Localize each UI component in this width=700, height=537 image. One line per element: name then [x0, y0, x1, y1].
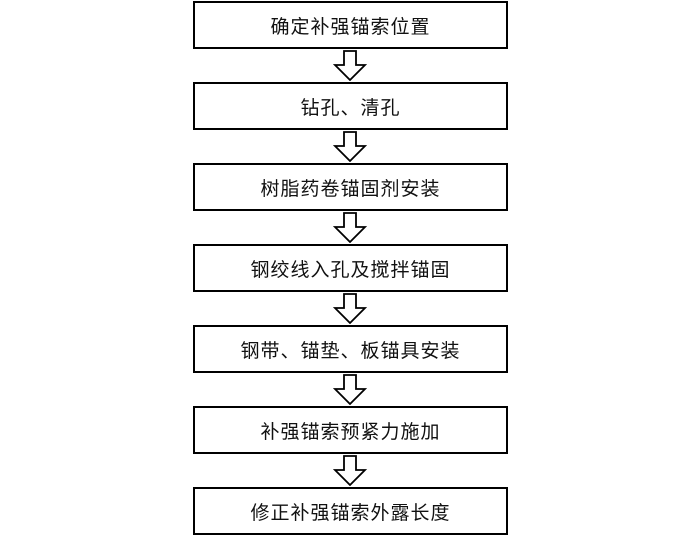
step-label: 树脂药卷锚固剂安装: [260, 177, 441, 200]
step-box: 钢绞线入孔及搅拌锚固: [193, 244, 508, 292]
down-arrow-icon: [333, 293, 367, 324]
step-label: 钢带、锚垫、板锚具安装: [240, 339, 461, 362]
down-arrow-icon: [333, 212, 367, 243]
step-label: 修正补强锚索外露长度: [250, 501, 451, 524]
down-arrow-icon: [333, 131, 367, 162]
down-arrow-icon: [333, 374, 367, 405]
step-label: 钢绞线入孔及搅拌锚固: [250, 258, 451, 281]
step-box: 修正补强锚索外露长度: [193, 487, 508, 535]
step-box: 钢带、锚垫、板锚具安装: [193, 325, 508, 373]
step-box: 确定补强锚索位置: [193, 1, 508, 49]
step-box: 钻孔、清孔: [193, 82, 508, 130]
step-box: 树脂药卷锚固剂安装: [193, 163, 508, 211]
step-label: 补强锚索预紧力施加: [260, 420, 441, 443]
down-arrow-icon: [333, 50, 367, 81]
step-label: 钻孔、清孔: [300, 96, 401, 119]
step-box: 补强锚索预紧力施加: [193, 406, 508, 454]
down-arrow-icon: [333, 455, 367, 486]
step-label: 确定补强锚索位置: [270, 15, 431, 38]
